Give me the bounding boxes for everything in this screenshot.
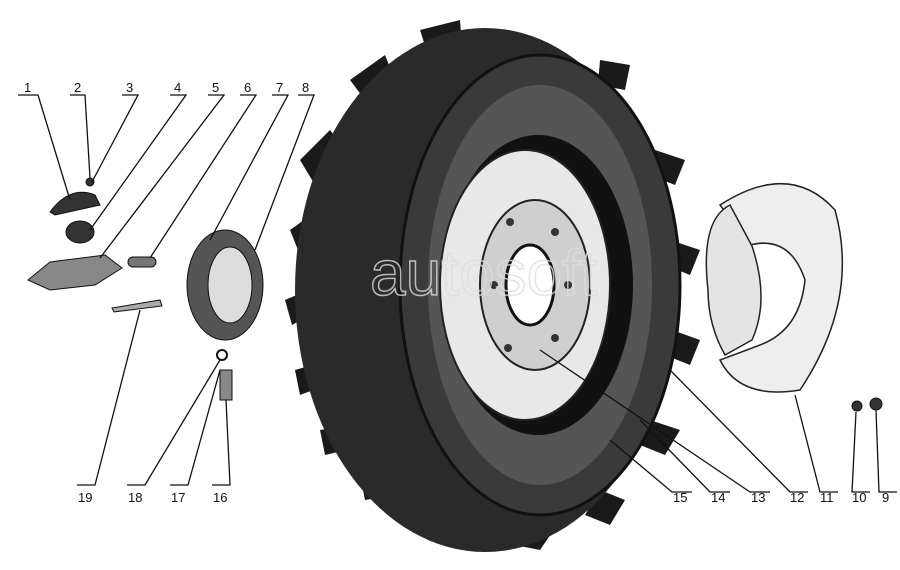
leader-lines xyxy=(18,94,897,493)
wheel-shield xyxy=(705,183,844,393)
callout-2: 2 xyxy=(74,80,81,95)
callout-4: 4 xyxy=(174,80,181,95)
watermark: autosoft xyxy=(370,237,598,309)
washer-part-18 xyxy=(216,349,228,361)
clamp-part-1 xyxy=(49,191,101,216)
bolt-part-16 xyxy=(219,369,233,401)
callout-15: 15 xyxy=(673,490,687,505)
bracket-part-5 xyxy=(27,254,123,291)
callout-16: 16 xyxy=(213,490,227,505)
callout-11: 11 xyxy=(820,490,834,505)
pin-part-6 xyxy=(127,256,157,268)
callout-12: 12 xyxy=(790,490,804,505)
callout-18: 18 xyxy=(128,490,142,505)
callout-14: 14 xyxy=(711,490,725,505)
nut-part-9 xyxy=(869,397,883,411)
callout-labels: 1 2 3 4 5 6 7 8 19 18 17 16 15 14 13 12 … xyxy=(24,80,889,505)
callout-8: 8 xyxy=(302,80,309,95)
callout-19: 19 xyxy=(78,490,92,505)
callout-3: 3 xyxy=(126,80,133,95)
wheel-disc xyxy=(439,149,611,421)
callout-1: 1 xyxy=(24,80,31,95)
callout-6: 6 xyxy=(244,80,251,95)
callout-5: 5 xyxy=(212,80,219,95)
key-part-19 xyxy=(111,299,163,313)
callout-13: 13 xyxy=(751,490,765,505)
callout-10: 10 xyxy=(852,490,866,505)
callout-7: 7 xyxy=(276,80,283,95)
callout-9: 9 xyxy=(882,490,889,505)
nut-part-10 xyxy=(851,400,863,412)
callout-17: 17 xyxy=(171,490,185,505)
bushing-part-4 xyxy=(65,220,95,244)
